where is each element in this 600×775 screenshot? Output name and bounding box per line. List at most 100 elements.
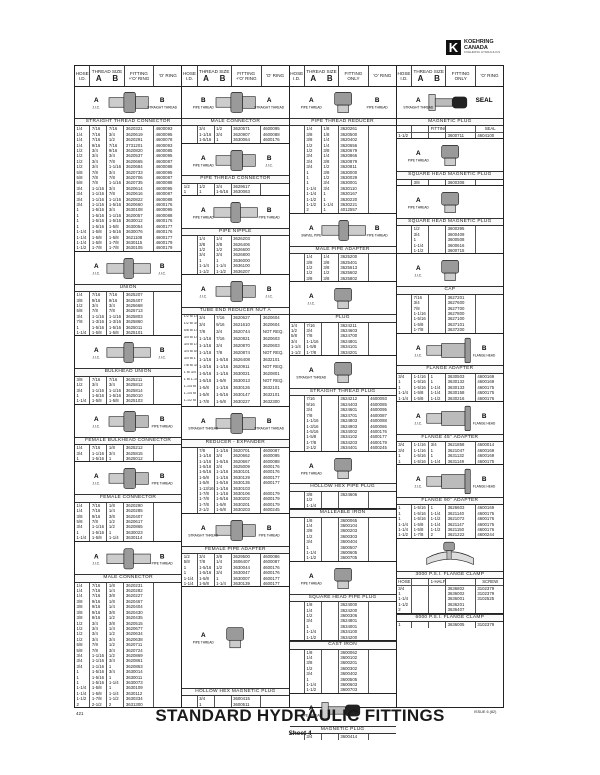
thread-a-label: A (416, 97, 421, 104)
thread-b (428, 242, 446, 248)
part-number: 3600414 (337, 734, 369, 740)
part-number: 3620656 (337, 142, 369, 148)
thread-b: 1/2 (106, 615, 124, 621)
hose-id: 1-1/4 (76, 329, 87, 335)
hose-id (182, 137, 197, 142)
part-number: 3620667 (230, 458, 261, 464)
thread-b: 1/2 (213, 246, 232, 253)
thread-a: 1-7/8 (196, 399, 215, 407)
thread-a: 7/8 (89, 175, 107, 181)
thread-b: 1-5/16 (213, 392, 232, 400)
part-number: 3630158 (445, 390, 476, 396)
o-ring-number (367, 137, 396, 143)
hose-id: 1/2 (76, 382, 83, 388)
thread-a: 1-1/4 (303, 185, 322, 192)
hose-id: 1-1/4 (398, 395, 409, 401)
thread-b: 1 (428, 373, 446, 380)
thread-b: 1 (320, 196, 339, 203)
thread-b: 3/4 (428, 442, 446, 448)
o-ring-number (153, 524, 182, 530)
part-number: 3625212 (123, 445, 154, 451)
header-thread-label: THREAD SIZE (413, 68, 444, 74)
part-number: 3620617 (123, 518, 154, 525)
part-number: 3624903 (337, 423, 369, 429)
thread-a-type: PIPE THREAD (300, 471, 322, 475)
thread-a: 1-1/16 (89, 191, 107, 197)
thread-b (320, 333, 339, 339)
part-number: 3634002 (337, 428, 369, 435)
part-number: 3606407 (230, 559, 261, 565)
part-number: 3624603 (337, 328, 369, 334)
thread-b: 7/16 (213, 315, 232, 323)
thread-a: 3/4 (89, 153, 107, 159)
thread-a: 1/4 (303, 655, 322, 661)
hose-id: 3/8 (76, 598, 83, 604)
part-number: 3626600 (230, 246, 261, 253)
section-title: STRAIGHT THREAD CONNECTOR (75, 117, 182, 127)
thread-b: 3/8 (320, 158, 339, 165)
hose-id: 3/4 (76, 191, 83, 197)
part-number: 3630202 (230, 496, 261, 502)
part-number: 3621222 (445, 532, 476, 538)
thread-b (428, 585, 446, 591)
thread-a: 1/8 (303, 649, 322, 655)
thread-a: 3/4 (303, 539, 322, 545)
part-number: 3634401 (337, 445, 369, 451)
thread-b (320, 555, 339, 561)
thread-a: 9/16 (89, 615, 107, 621)
thread-a: 1/2 (303, 533, 322, 540)
thread-b (320, 344, 339, 350)
thread-b: 1-1/2 (213, 268, 232, 274)
o-ring-number (153, 455, 182, 462)
plug-fitting-icon: AJ.I.C. (414, 260, 459, 282)
thread-a: 3/4 (89, 302, 107, 309)
thread-a: 1-5/8 (89, 239, 107, 246)
section-title: STRAIGHT THREAD PLUG (289, 387, 396, 397)
header-fitting: FITTING+'O' RING (232, 66, 262, 86)
thread-a: 7/8 (303, 412, 322, 419)
o-ring-number (367, 196, 396, 203)
o-ring-number (367, 517, 396, 524)
hose-id: 1/2 (183, 554, 190, 559)
o-ring-number: 4600088 (153, 180, 182, 186)
section-title: CAST IRON (289, 641, 396, 650)
part-number: 3624403 (337, 401, 369, 408)
thread-b (428, 591, 446, 597)
part-number: 3630220 (337, 196, 369, 203)
thread-a: 1-1/4 (411, 242, 429, 248)
o-ring-number: 4600095 (367, 407, 396, 413)
thread-b: 1/8 (320, 131, 339, 138)
thread-b (320, 671, 339, 677)
part-number: 3620404 (123, 604, 154, 610)
thread-a-label: A (94, 553, 99, 560)
thread-b: 1-1/16 (106, 164, 124, 170)
thread-a-type: STRAIGHT THREAD (189, 427, 220, 431)
thread-a-type: J.I.C. (93, 105, 101, 109)
part-number: 3620537 (123, 153, 154, 159)
thread-a: 9/16 (303, 401, 322, 408)
o-ring-number: 4600095 (153, 153, 182, 159)
part-number: 3634203 (337, 439, 369, 446)
parts-table: HOSE I.D.1-HALF ONLYSCREW3/4363680231023… (396, 579, 503, 613)
